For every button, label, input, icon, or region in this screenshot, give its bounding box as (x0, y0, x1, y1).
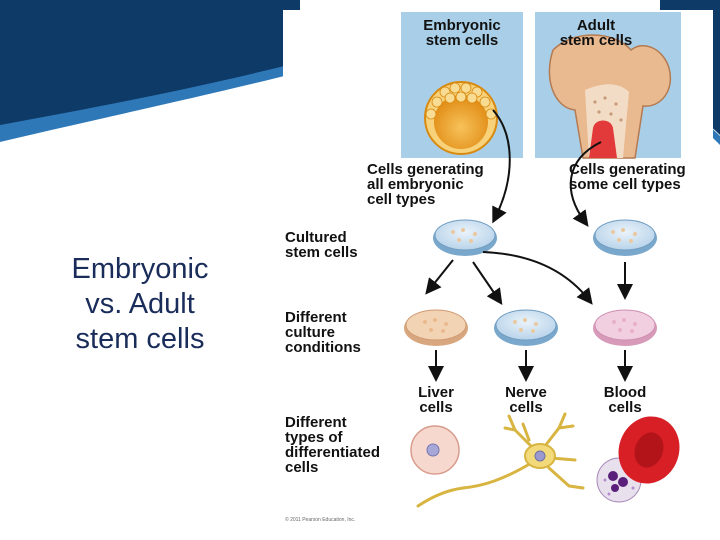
label-line: stem cells (285, 244, 358, 261)
label-some-types: Cells generating some cell types (569, 162, 686, 192)
label-line: Cells generating (569, 161, 686, 178)
label-line: cells (608, 399, 642, 416)
label-liver: Liver cells (396, 385, 476, 415)
label-line: Adult (576, 17, 616, 34)
label-line: differentiated (285, 444, 381, 461)
arrow (482, 251, 593, 305)
stem-cell-figure: Embryonic stem cells Adult stem cells Ce… (283, 10, 713, 530)
bone-icon (548, 34, 672, 159)
label-line: types of (285, 429, 343, 446)
label-line: cells (509, 399, 543, 416)
blood-cells-icon (596, 416, 680, 503)
blastocyst-icon (424, 81, 498, 155)
figure-graphics (401, 12, 681, 508)
title-line: Embryonic (71, 253, 209, 285)
label-line: culture (285, 324, 336, 341)
label-cultured: Cultured stem cells (285, 230, 358, 260)
label-nerve: Nerve cells (486, 385, 566, 415)
label-line: Blood (603, 384, 647, 401)
slide-title: Embryonic vs. Adult stem cells (40, 252, 240, 357)
label-line: Different (285, 414, 347, 431)
label-line: cells (285, 459, 319, 476)
panel-label-embryonic: Embryonic stem cells (401, 18, 523, 48)
title-line: vs. Adult (85, 288, 195, 320)
copyright-notice: © 2011 Pearson Education, Inc. (285, 517, 356, 523)
label-conditions: Different culture conditions (285, 310, 361, 355)
arrow (492, 109, 511, 224)
label-differentiated: Different types of differentiated cells (285, 415, 380, 475)
label-line: cell types (367, 191, 436, 208)
label-line: Cells generating (367, 161, 484, 178)
liver-cell-icon (410, 425, 460, 475)
petri-dish-adult (593, 219, 657, 256)
arrow (472, 261, 503, 305)
petri-dish-blood (593, 309, 657, 346)
petri-dish-nerve (494, 309, 558, 346)
nerve-cell-icon (416, 412, 585, 508)
label-line: stem cells (559, 32, 633, 49)
label-all-types: Cells generating all embryonic cell type… (367, 162, 484, 207)
label-line: Liver (418, 384, 454, 401)
label-line: Different (285, 309, 347, 326)
petri-dish-liver (404, 309, 468, 346)
label-blood: Blood cells (585, 385, 665, 415)
label-line: some cell types (569, 176, 681, 193)
label-line: Embryonic (423, 17, 501, 34)
label-line: Nerve (505, 384, 547, 401)
arrow (569, 141, 602, 227)
label-line: all embryonic (367, 176, 464, 193)
petri-dish-embryonic (433, 219, 497, 256)
panel-label-adult: Adult stem cells (535, 18, 657, 48)
title-line: stem cells (75, 323, 205, 355)
label-line: Cultured (285, 229, 347, 246)
label-line: stem cells (425, 32, 499, 49)
label-line: cells (419, 399, 453, 416)
label-line: conditions (285, 339, 361, 356)
arrow (425, 259, 454, 295)
